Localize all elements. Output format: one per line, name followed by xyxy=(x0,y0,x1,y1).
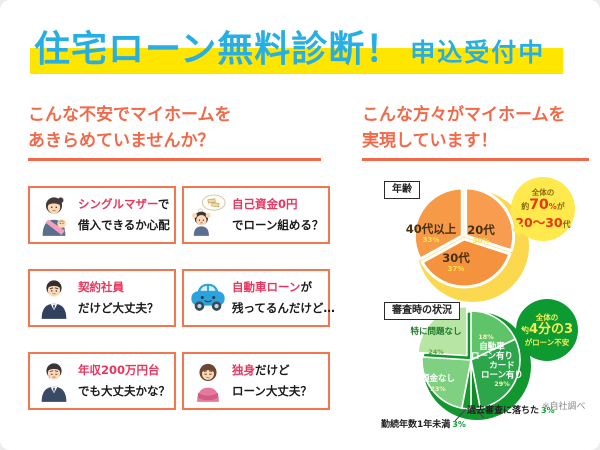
worry-card-text: 自動車ローンが 残ってるんだけど… xyxy=(232,279,335,315)
no-own-funds-man-icon xyxy=(192,194,226,236)
success-heading: こんな方々がマイホームを 実現しています！ xyxy=(362,105,566,151)
svg-text:37%: 37% xyxy=(448,265,465,273)
page-title: 住宅ローン無料診断！ 申込受付中 xyxy=(34,20,545,72)
svg-text:ローン有り: ローン有り xyxy=(471,351,513,362)
worry-card-text: 自己資金0円 でローン組める？ xyxy=(232,196,324,232)
svg-text:40代以上: 40代以上 xyxy=(406,222,457,236)
title-highlight-bar xyxy=(30,48,563,74)
title-main: 住宅ローン無料診断！ xyxy=(34,29,403,70)
worry-card-text: 契約社員 だけど大丈夫？ xyxy=(78,279,159,315)
svg-text:カード: カード xyxy=(489,361,515,371)
svg-text:33%: 33% xyxy=(423,236,440,244)
low-income-man-icon xyxy=(41,363,67,402)
worry-card-text: 年収200万円台 でも大丈夫かな？ xyxy=(78,362,170,398)
svg-text:29%: 29% xyxy=(494,380,510,388)
worry-card-no-own-funds: 自己資金0円 でローン組める？ xyxy=(182,186,330,244)
worry-card-text: 独身だけど ローン大丈夫？ xyxy=(232,362,312,398)
svg-text:30%: 30% xyxy=(473,237,490,245)
svg-text:ローン有り: ローン有り xyxy=(481,370,523,381)
source-note: ※自社調べ xyxy=(542,402,586,412)
worry-card-low-income: 年収200万円台 でも大丈夫かな？ xyxy=(28,352,176,410)
age-chart-callout: 全体の 約70%が 20〜30代 xyxy=(511,177,575,241)
worries-heading: こんな不安でマイホームを あきらめていませんか？ xyxy=(28,105,232,151)
svg-text:20代: 20代 xyxy=(467,223,495,237)
svg-text:自動車: 自動車 xyxy=(479,341,505,352)
worry-card-contract-employee: 契約社員 だけど大丈夫？ xyxy=(28,269,176,327)
worry-card-text: シングルマザーで 借入できるか心配 xyxy=(78,196,170,232)
title-sub: 申込受付中 xyxy=(410,38,546,67)
worry-card-single-mother: シングルマザーで 借入できるか心配 xyxy=(28,186,176,244)
svg-text:30代: 30代 xyxy=(442,251,470,265)
status-chart-label: 審査時の状況 xyxy=(384,302,460,320)
status-chart-callout: 全体の 約4分の3 がローン不安 xyxy=(516,299,578,361)
contract-employee-icon xyxy=(41,280,67,319)
car-icon xyxy=(191,283,225,311)
svg-text:特に問題なし: 特に問題なし xyxy=(410,326,461,337)
svg-text:24%: 24% xyxy=(428,348,444,356)
svg-text:18%: 18% xyxy=(478,333,494,341)
worries-heading-underline xyxy=(28,158,321,161)
success-heading-underline xyxy=(362,158,589,161)
single-woman-icon xyxy=(197,363,219,402)
age-chart-label: 年齢 xyxy=(384,181,420,199)
worry-card-car-loan: 自動車ローンが 残ってるんだけど… xyxy=(182,269,335,327)
single-mother-icon xyxy=(42,197,66,236)
worry-card-single: 独身だけど ローン大丈夫？ xyxy=(182,352,330,410)
svg-text:頭金なし: 頭金なし xyxy=(421,373,455,384)
svg-text:23%: 23% xyxy=(430,385,446,393)
